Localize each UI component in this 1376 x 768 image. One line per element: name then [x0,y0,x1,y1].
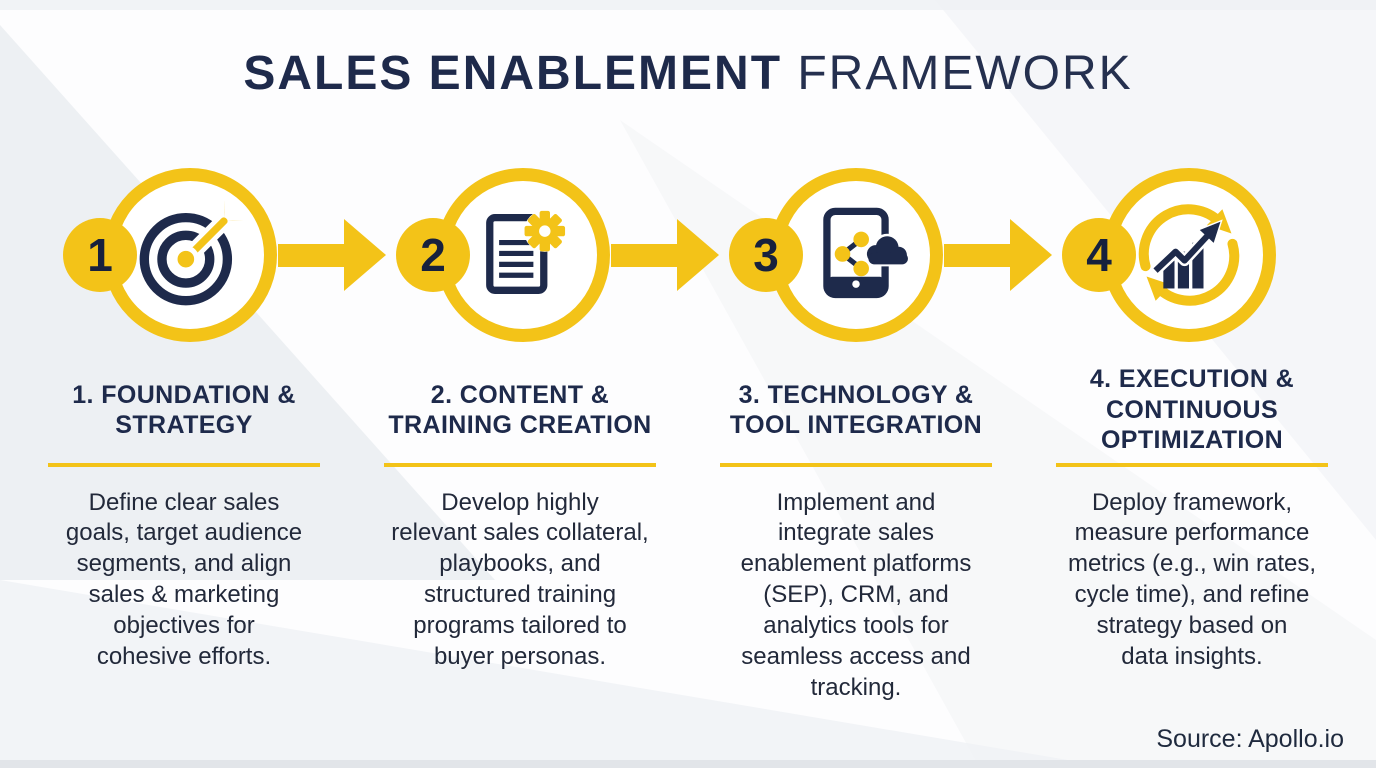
source-credit: Source: Apollo.io [1156,725,1344,753]
step-number: 4 [1086,229,1112,281]
step-number: 2 [420,229,446,281]
step-column-3: 3. TECHNOLOGY & TOOL INTEGRATION Impleme… [688,362,1024,704]
step-description: Develop highly relevant sales collateral… [391,488,649,671]
arrow-shaft [944,243,1010,267]
title-underline [720,463,992,467]
step-column-2: 2. CONTENT & TRAINING CREATION Develop h… [352,362,688,704]
step-title: 2. CONTENT & TRAINING CREATION [388,380,652,440]
arrow-head [344,219,386,291]
arrow-right-icon [944,219,1054,291]
arrow-shaft [611,243,677,267]
arrow-right-icon [278,219,388,291]
step-description: Deploy framework, measure performance me… [1067,488,1317,671]
step-description: Implement and integrate sales enablement… [740,488,972,702]
page-title-bold: SALES ENABLEMENT [243,47,783,100]
target-icon [139,201,244,306]
step-title: 4. EXECUTION & CONTINUOUS OPTIMIZATION [1089,365,1295,455]
title-underline [384,463,656,467]
step-number-badge-4: 4 [1062,218,1136,292]
step-number-badge-3: 3 [729,218,803,292]
arrow-shaft [278,243,344,267]
steps-text-row: 1. FOUNDATION & STRATEGY Define clear sa… [16,362,1360,704]
step-title: 3. TECHNOLOGY & TOOL INTEGRATION [729,380,983,440]
step-number-badge-1: 1 [63,218,137,292]
step-column-4: 4. EXECUTION & CONTINUOUS OPTIMIZATION D… [1024,362,1360,704]
step-number-badge-2: 2 [396,218,470,292]
arrow-right-icon [611,219,721,291]
document-gear-icon [486,210,566,294]
title-underline [48,463,320,467]
growth-cycle-icon [1138,204,1240,306]
tablet-share-cloud-icon [823,207,910,299]
step-title: 1. FOUNDATION & STRATEGY [72,380,296,440]
step-number: 3 [753,229,779,281]
step-description: Define clear sales goals, target audienc… [65,488,303,671]
step-column-1: 1. FOUNDATION & STRATEGY Define clear sa… [16,362,352,704]
arrow-head [1010,219,1052,291]
arrow-head [677,219,719,291]
page-title: SALES ENABLEMENT FRAMEWORK [0,46,1376,101]
title-underline [1056,463,1328,467]
step-number: 1 [87,229,113,281]
page-title-light: FRAMEWORK [782,47,1133,100]
